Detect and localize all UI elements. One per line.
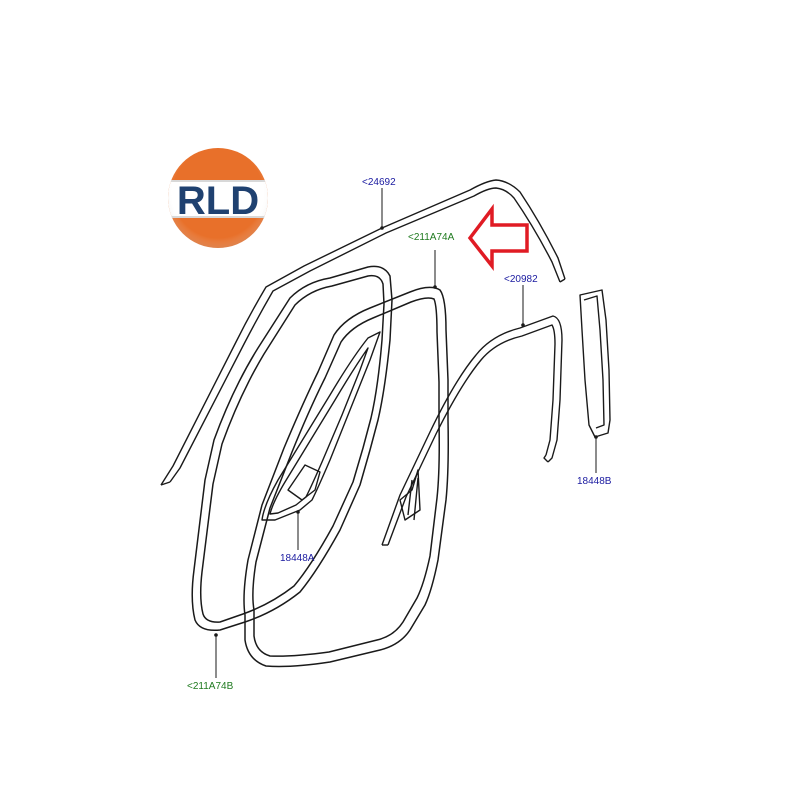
callout-211A74B: <211A74B (187, 681, 234, 692)
callout-18448B: 18448B (577, 476, 612, 487)
callout-24692: <24692 (362, 177, 396, 188)
part-18448B-pillar-trim (579, 289, 611, 438)
part-211A74B-door-opening-seal (191, 265, 393, 632)
part-18448A-quarter-trim (261, 331, 381, 521)
callout-211A74A: <211A74A (408, 232, 455, 243)
part-24692-roof-moulding (160, 179, 566, 486)
rld-logo: RLD (168, 148, 268, 248)
callout-18448A: 18448A (280, 553, 315, 564)
arrow-left-icon (467, 203, 529, 272)
part-211A74A-door-seal (243, 286, 449, 668)
part-20982-door-frame-moulding (381, 315, 563, 546)
callout-20982: <20982 (504, 274, 538, 285)
logo-text: RLD (177, 179, 259, 223)
